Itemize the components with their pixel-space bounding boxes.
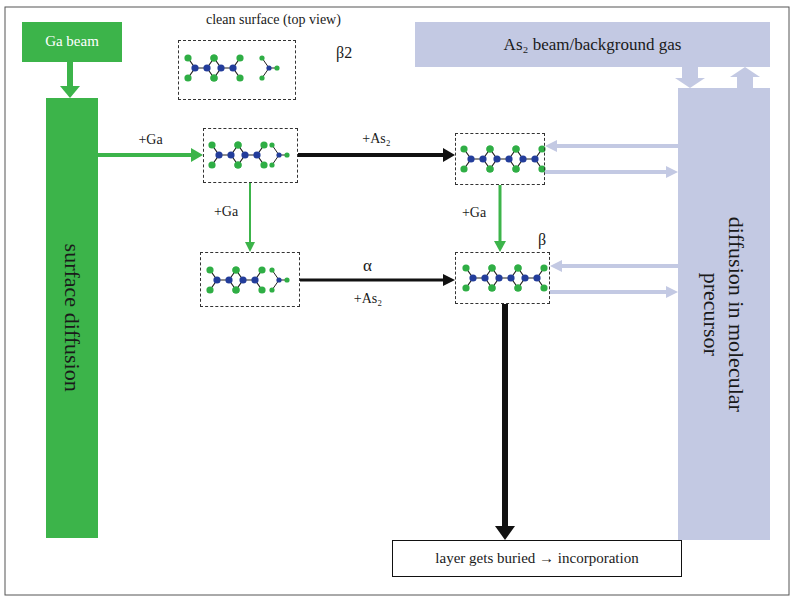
arrow-head <box>666 286 678 298</box>
arrow-head <box>550 260 562 272</box>
structure-box: clean surface (top view)β2 <box>178 40 296 100</box>
structure-label: β2 <box>336 44 352 62</box>
connector <box>98 148 203 162</box>
edge-label: +As₂ <box>362 131 390 146</box>
reaction-label: +As₂ <box>354 291 382 306</box>
beta-structure <box>462 264 547 291</box>
edge-label: +Ga <box>462 205 486 220</box>
connector-line <box>562 264 678 268</box>
arrow-head <box>666 166 678 178</box>
edge-label: +Ga <box>214 204 238 219</box>
connector-line <box>298 153 443 157</box>
arrow-head <box>495 526 515 540</box>
connector-line <box>737 77 753 88</box>
arrow-head <box>494 241 506 252</box>
precursor-band: diffusion in molecular precursor <box>678 88 770 540</box>
connector <box>545 140 678 152</box>
connector-line <box>557 144 678 148</box>
connector <box>495 304 515 540</box>
structure-label: β <box>538 231 546 249</box>
arrow-head <box>443 274 455 286</box>
arrow-head <box>675 78 705 88</box>
connector <box>298 148 455 162</box>
connector <box>550 286 678 298</box>
edge-label: +Ga <box>138 132 162 147</box>
connector-line <box>67 62 73 86</box>
connector-line <box>545 170 666 174</box>
ga-ga-structure <box>206 266 289 293</box>
node-text: diffusion in molecular precursor <box>699 184 750 444</box>
connector <box>730 67 760 88</box>
diffusion-band: surface diffusion <box>46 98 98 538</box>
beam-box: Ga beam <box>22 22 122 62</box>
as-added-structure <box>460 145 545 172</box>
node-text: As₂ beam/background gas <box>504 35 682 55</box>
connector <box>494 185 506 252</box>
connector <box>245 183 255 252</box>
structure-box <box>455 133 545 185</box>
beta2-structure <box>184 54 279 81</box>
connector <box>60 62 80 98</box>
node-text: surface diffusion <box>59 244 84 392</box>
connector-line <box>550 290 666 294</box>
connector <box>300 274 455 286</box>
structure-box: β <box>455 252 550 304</box>
connector <box>545 166 678 178</box>
result-box: layer gets buried → incorporation <box>392 540 682 577</box>
node-text: Ga beam <box>45 33 99 50</box>
gas-box: As₂ beam/background gas <box>415 22 770 67</box>
connector-line <box>499 185 502 241</box>
connector-line <box>98 153 191 157</box>
arrow-head <box>443 148 455 162</box>
ga-added-structure <box>208 141 289 168</box>
arrow-head <box>245 242 255 252</box>
connector-line <box>249 183 251 242</box>
connector-line <box>300 279 443 282</box>
arrow-head <box>60 86 80 98</box>
connector-line <box>502 304 508 526</box>
structure-box <box>203 128 298 183</box>
connector <box>675 67 705 88</box>
structure-label: clean surface (top view) <box>206 12 341 27</box>
arrow-head <box>191 148 203 162</box>
arrow-head <box>545 140 557 152</box>
connector-line <box>682 67 698 78</box>
frame-border <box>5 7 789 595</box>
structure-box <box>200 252 300 307</box>
node-text: layer gets buried → incorporation <box>435 550 638 567</box>
edge-label: α <box>363 257 372 276</box>
connector <box>550 260 678 272</box>
arrow-head <box>730 67 760 77</box>
